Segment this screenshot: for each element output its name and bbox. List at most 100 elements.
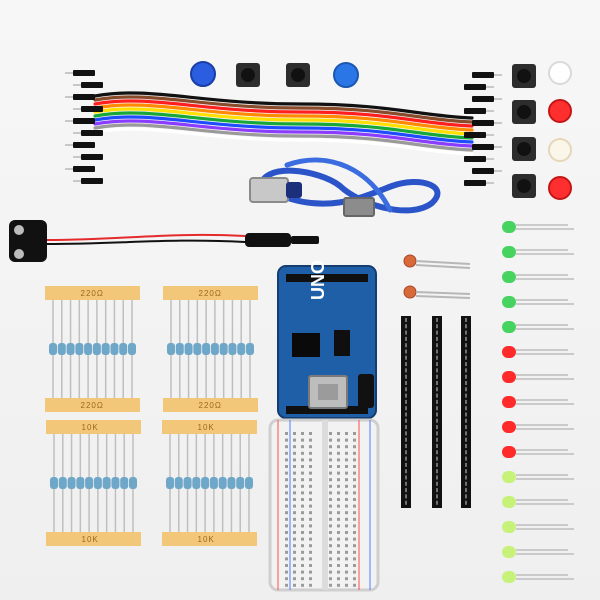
resistor: [93, 477, 102, 489]
resistor: [50, 477, 58, 489]
jumper-wire: [93, 99, 474, 128]
resistor: [92, 343, 101, 355]
jumper-pin-housing: [464, 84, 486, 90]
jumper-pin-housing: [472, 72, 494, 78]
photoresistors: [403, 254, 471, 299]
battery-clip: [9, 220, 319, 262]
jumper-wire: [93, 107, 474, 136]
led: [502, 496, 516, 508]
resistor: [184, 343, 193, 355]
resistor: [246, 343, 254, 355]
jumper-pin-housing: [81, 82, 103, 88]
led: [502, 396, 516, 408]
jumper-wire: [93, 123, 474, 152]
resistor: [202, 343, 211, 355]
tape-label: 220Ω: [199, 401, 222, 410]
jumper-pin-housing: [73, 118, 95, 124]
led: [502, 371, 516, 383]
led: [502, 321, 516, 333]
white-cap-button: [548, 61, 572, 85]
jumper-wire: [93, 91, 474, 120]
arduino-board-pcb: [277, 265, 377, 419]
usb-b-connector: [343, 197, 375, 217]
jumper-pin-housing: [464, 156, 486, 162]
jumper-pin-housing: [472, 96, 494, 102]
resistor: [236, 477, 245, 489]
resistor: [58, 477, 67, 489]
jumper-wire: [93, 127, 474, 156]
pin-header: [461, 316, 471, 508]
resistor: [101, 343, 110, 355]
led: [502, 571, 516, 583]
jumper-pin-housing: [472, 168, 494, 174]
resistor: [210, 343, 219, 355]
tape-label: 10K: [198, 535, 215, 544]
resistor-tape: [163, 286, 258, 300]
led: [502, 521, 516, 533]
led: [502, 221, 516, 233]
red-cap-button: [548, 176, 572, 200]
tape-label: 10K: [82, 423, 99, 432]
resistor: [237, 343, 246, 355]
resistor-tape: [46, 420, 141, 434]
tape-label: 220Ω: [81, 401, 104, 410]
tape-label: 220Ω: [199, 289, 222, 298]
resistor: [102, 477, 111, 489]
resistor-tape: [162, 420, 257, 434]
top-buttons: [190, 61, 359, 88]
jumper-pin-housing: [472, 120, 494, 126]
blue-cap-button: [333, 62, 359, 88]
jumper-pin-housing: [464, 180, 486, 186]
blue-cap-button: [190, 61, 216, 87]
tape-label: 220Ω: [81, 289, 104, 298]
resistor-tape: [46, 532, 141, 546]
usb-cable: [249, 157, 441, 217]
resistor-tape: [45, 286, 140, 300]
right-buttons: [512, 61, 572, 200]
jumper-pin-housing: [464, 108, 486, 114]
resistor: [119, 343, 128, 355]
led-column: [502, 221, 574, 583]
resistor: [120, 477, 129, 489]
jumper-pin-housing: [81, 154, 103, 160]
resistor: [166, 477, 174, 489]
resistor-tape: [45, 398, 140, 412]
led: [502, 271, 516, 283]
jumper-wire: [93, 103, 474, 132]
jumper-pin-housing: [81, 130, 103, 136]
resistor: [49, 343, 57, 355]
uno-label: UNO: [308, 260, 328, 300]
dc-barrel-plug: [245, 233, 291, 247]
led: [502, 246, 516, 258]
arduino-uno-board: UNO: [277, 260, 377, 419]
resistor: [76, 477, 85, 489]
jumper-wire: [93, 115, 474, 144]
resistor: [129, 477, 137, 489]
jumper-wire-ribbon: [65, 70, 502, 186]
resistor: [75, 343, 84, 355]
jumper-pin-housing: [73, 94, 95, 100]
resistor: [201, 477, 210, 489]
jumper-pin-housing: [73, 166, 95, 172]
tape-label: 10K: [82, 535, 99, 544]
jumper-pin-housing: [73, 142, 95, 148]
white-cap-button: [548, 138, 572, 162]
resistor: [218, 477, 227, 489]
jumper-pin-housing: [81, 178, 103, 184]
led: [502, 296, 516, 308]
resistor: [219, 343, 228, 355]
dc-power-jack: [358, 374, 374, 408]
resistor: [192, 477, 201, 489]
pin-header: [401, 316, 411, 508]
resistor-tape: [163, 398, 258, 412]
resistor: [175, 343, 184, 355]
resistor: [128, 343, 136, 355]
jumper-pin-housing: [81, 106, 103, 112]
photoresistor: [403, 254, 417, 268]
led: [502, 346, 516, 358]
resistor: [245, 477, 253, 489]
resistor: [85, 477, 94, 489]
resistor-tape: [162, 532, 257, 546]
